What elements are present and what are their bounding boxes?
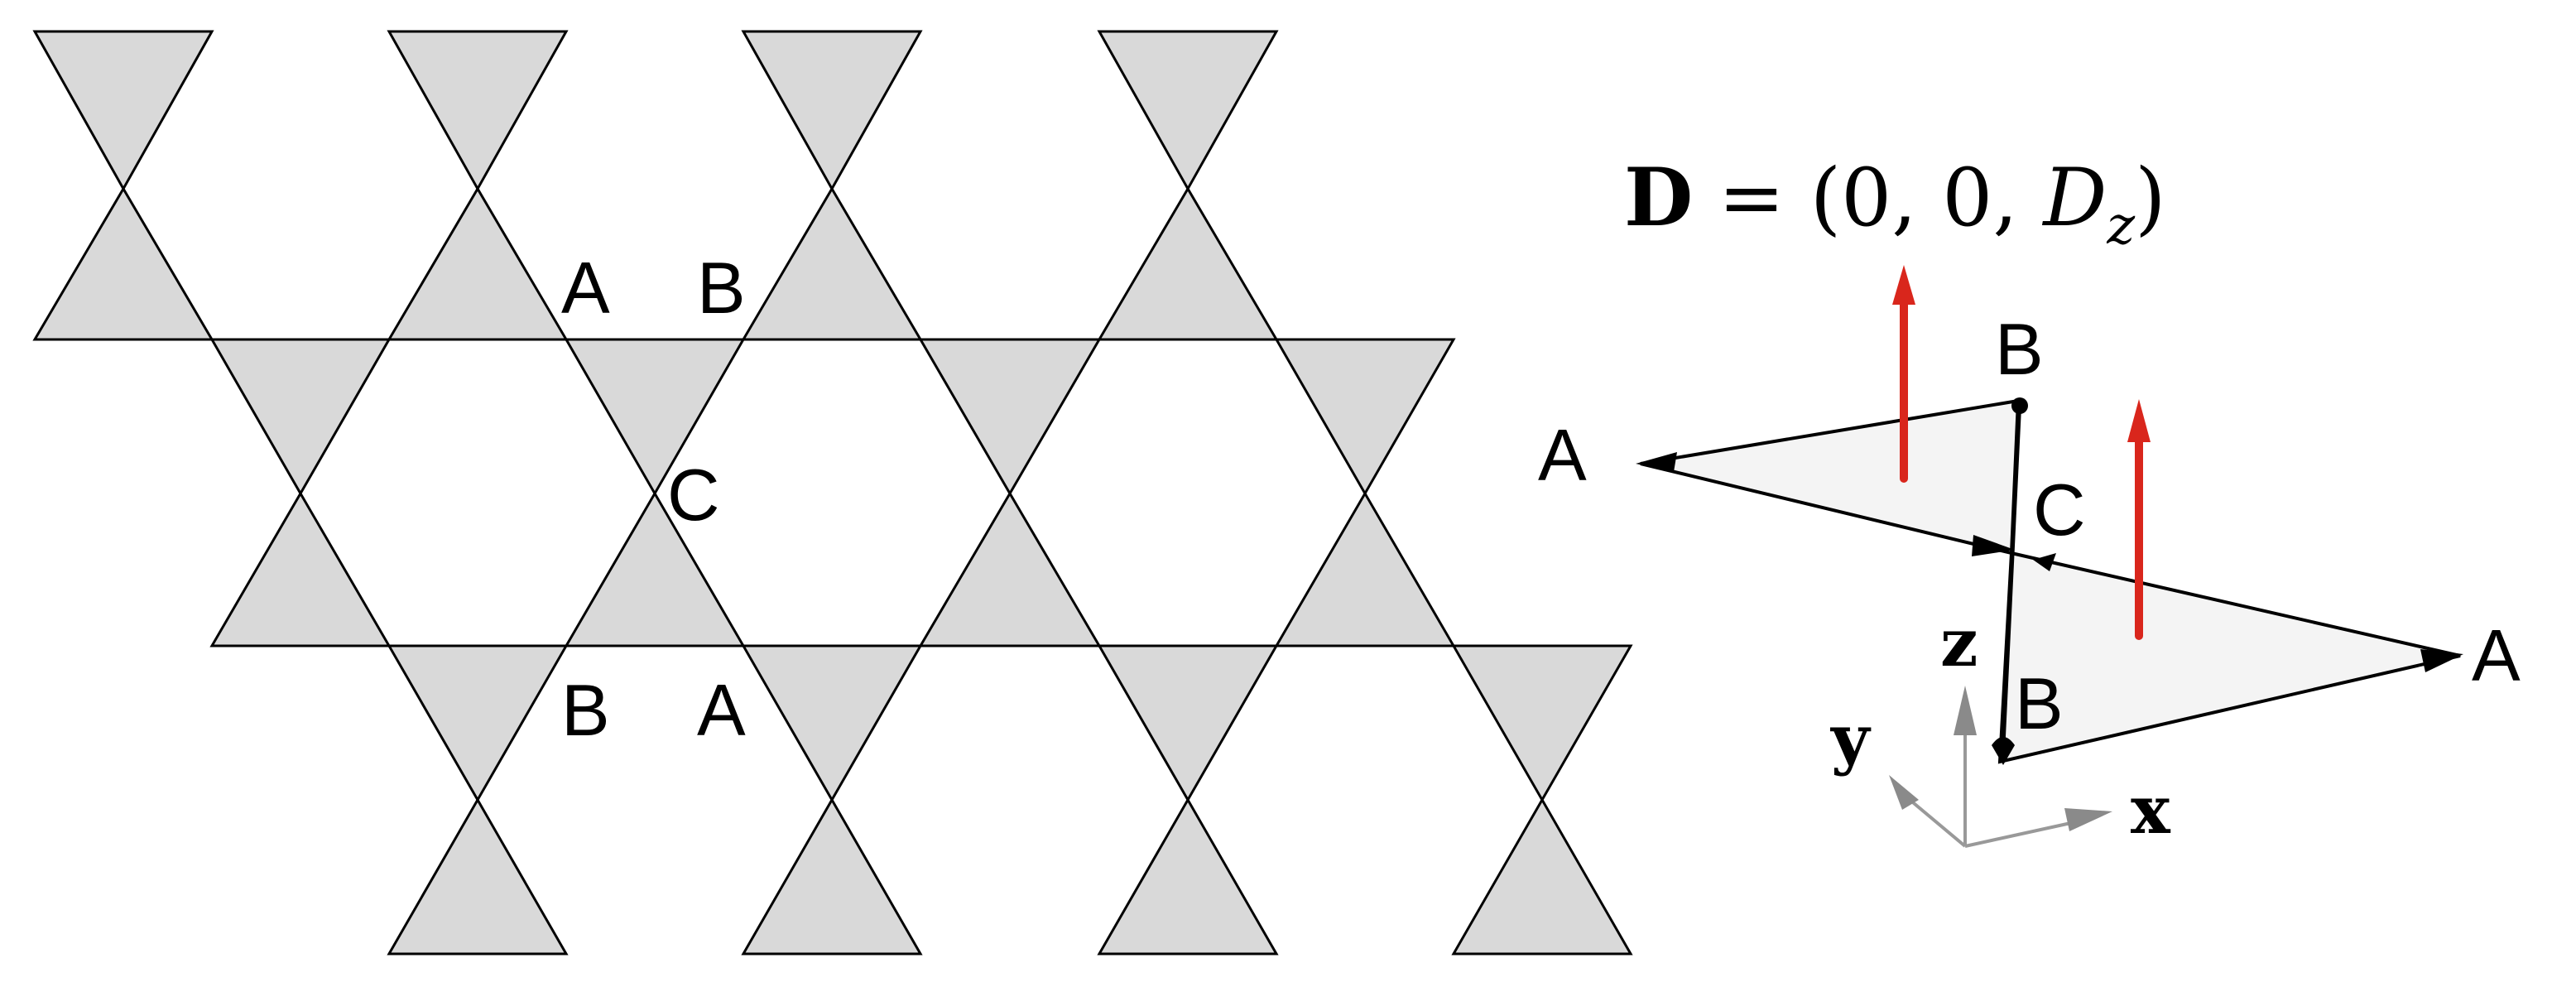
formula-bold-d: D — [1624, 151, 1693, 244]
axis-label-x: x — [2131, 771, 2171, 849]
axis-label-z: z — [1940, 604, 1978, 681]
kagome-triangle — [741, 797, 923, 956]
lattice-label-upper-b: B — [697, 247, 746, 329]
kagome-triangle — [209, 491, 392, 647]
kagome-triangle — [1097, 186, 1279, 341]
plaquette-triangle-upper — [1640, 398, 2021, 556]
plaquette-label-left-a: A — [1538, 414, 1587, 496]
axis-x — [1964, 818, 2087, 848]
axis-x-head — [2064, 808, 2112, 831]
lattice-label-c: C — [667, 454, 720, 536]
formula-subscript-z: z — [2106, 195, 2136, 257]
dm-vector-lower-head — [2127, 399, 2151, 442]
kagome-triangle — [1451, 797, 1633, 956]
kagome-triangle — [918, 491, 1102, 647]
dm-vector-upper-head — [1892, 265, 1915, 305]
kagome-triangle — [387, 644, 569, 803]
kagome-triangle — [387, 30, 569, 192]
plaquette-triangle-lower — [1997, 551, 2461, 764]
arrowhead-c-in — [1972, 535, 2015, 556]
axis-z-head — [1954, 686, 1977, 735]
kagome-triangle — [1451, 644, 1633, 803]
formula-close: ) — [2135, 152, 2165, 244]
axis-y-head — [1889, 775, 1919, 810]
coordinate-axes: z y x — [1829, 604, 2171, 849]
plaquette-diagram: D = (0, 0, Dz) A B C B A — [1538, 151, 2521, 849]
kagome-triangle — [1274, 491, 1456, 647]
kagome-triangle — [1097, 797, 1279, 956]
lattice-label-upper-a: A — [561, 247, 610, 329]
kagome-triangle — [741, 30, 923, 192]
plaquette-label-right-a: A — [2472, 614, 2521, 696]
kagome-triangle — [32, 30, 214, 192]
kagome-lattice: A B C B A — [32, 30, 1633, 956]
arrowhead-right-a — [2420, 649, 2463, 672]
kagome-triangle — [918, 338, 1102, 496]
kagome-triangle — [741, 186, 923, 341]
plaquette-label-top-b: B — [1995, 308, 2044, 390]
kagome-triangle — [1097, 30, 1279, 192]
kagome-triangle — [387, 186, 569, 341]
kagome-triangle — [209, 338, 392, 497]
formula-equals: = (0, 0, — [1693, 152, 2043, 244]
arrowhead-c-out — [2033, 553, 2056, 571]
lattice-label-lower-b: B — [561, 669, 610, 751]
kagome-triangle — [32, 186, 214, 341]
lattice-label-lower-a: A — [697, 669, 746, 751]
kagome-triangle — [387, 797, 569, 956]
kagome-triangle — [1097, 644, 1279, 803]
axis-label-y: y — [1829, 700, 1872, 777]
kagome-triangle — [741, 644, 923, 803]
plaquette-label-bottom-b: B — [2015, 662, 2064, 744]
kagome-triangle — [1274, 338, 1456, 497]
arrowhead-left-a — [1636, 452, 1677, 472]
site-dot-bottom-b — [1992, 737, 2015, 765]
formula-italic-d: D — [2041, 152, 2107, 244]
axis-y — [1902, 793, 1967, 848]
dm-vector-formula: D = (0, 0, Dz) — [1624, 151, 2166, 257]
site-dot-top-b — [2011, 397, 2028, 414]
plaquette-label-c: C — [2033, 469, 2086, 551]
bond-b-b — [2002, 407, 2021, 754]
